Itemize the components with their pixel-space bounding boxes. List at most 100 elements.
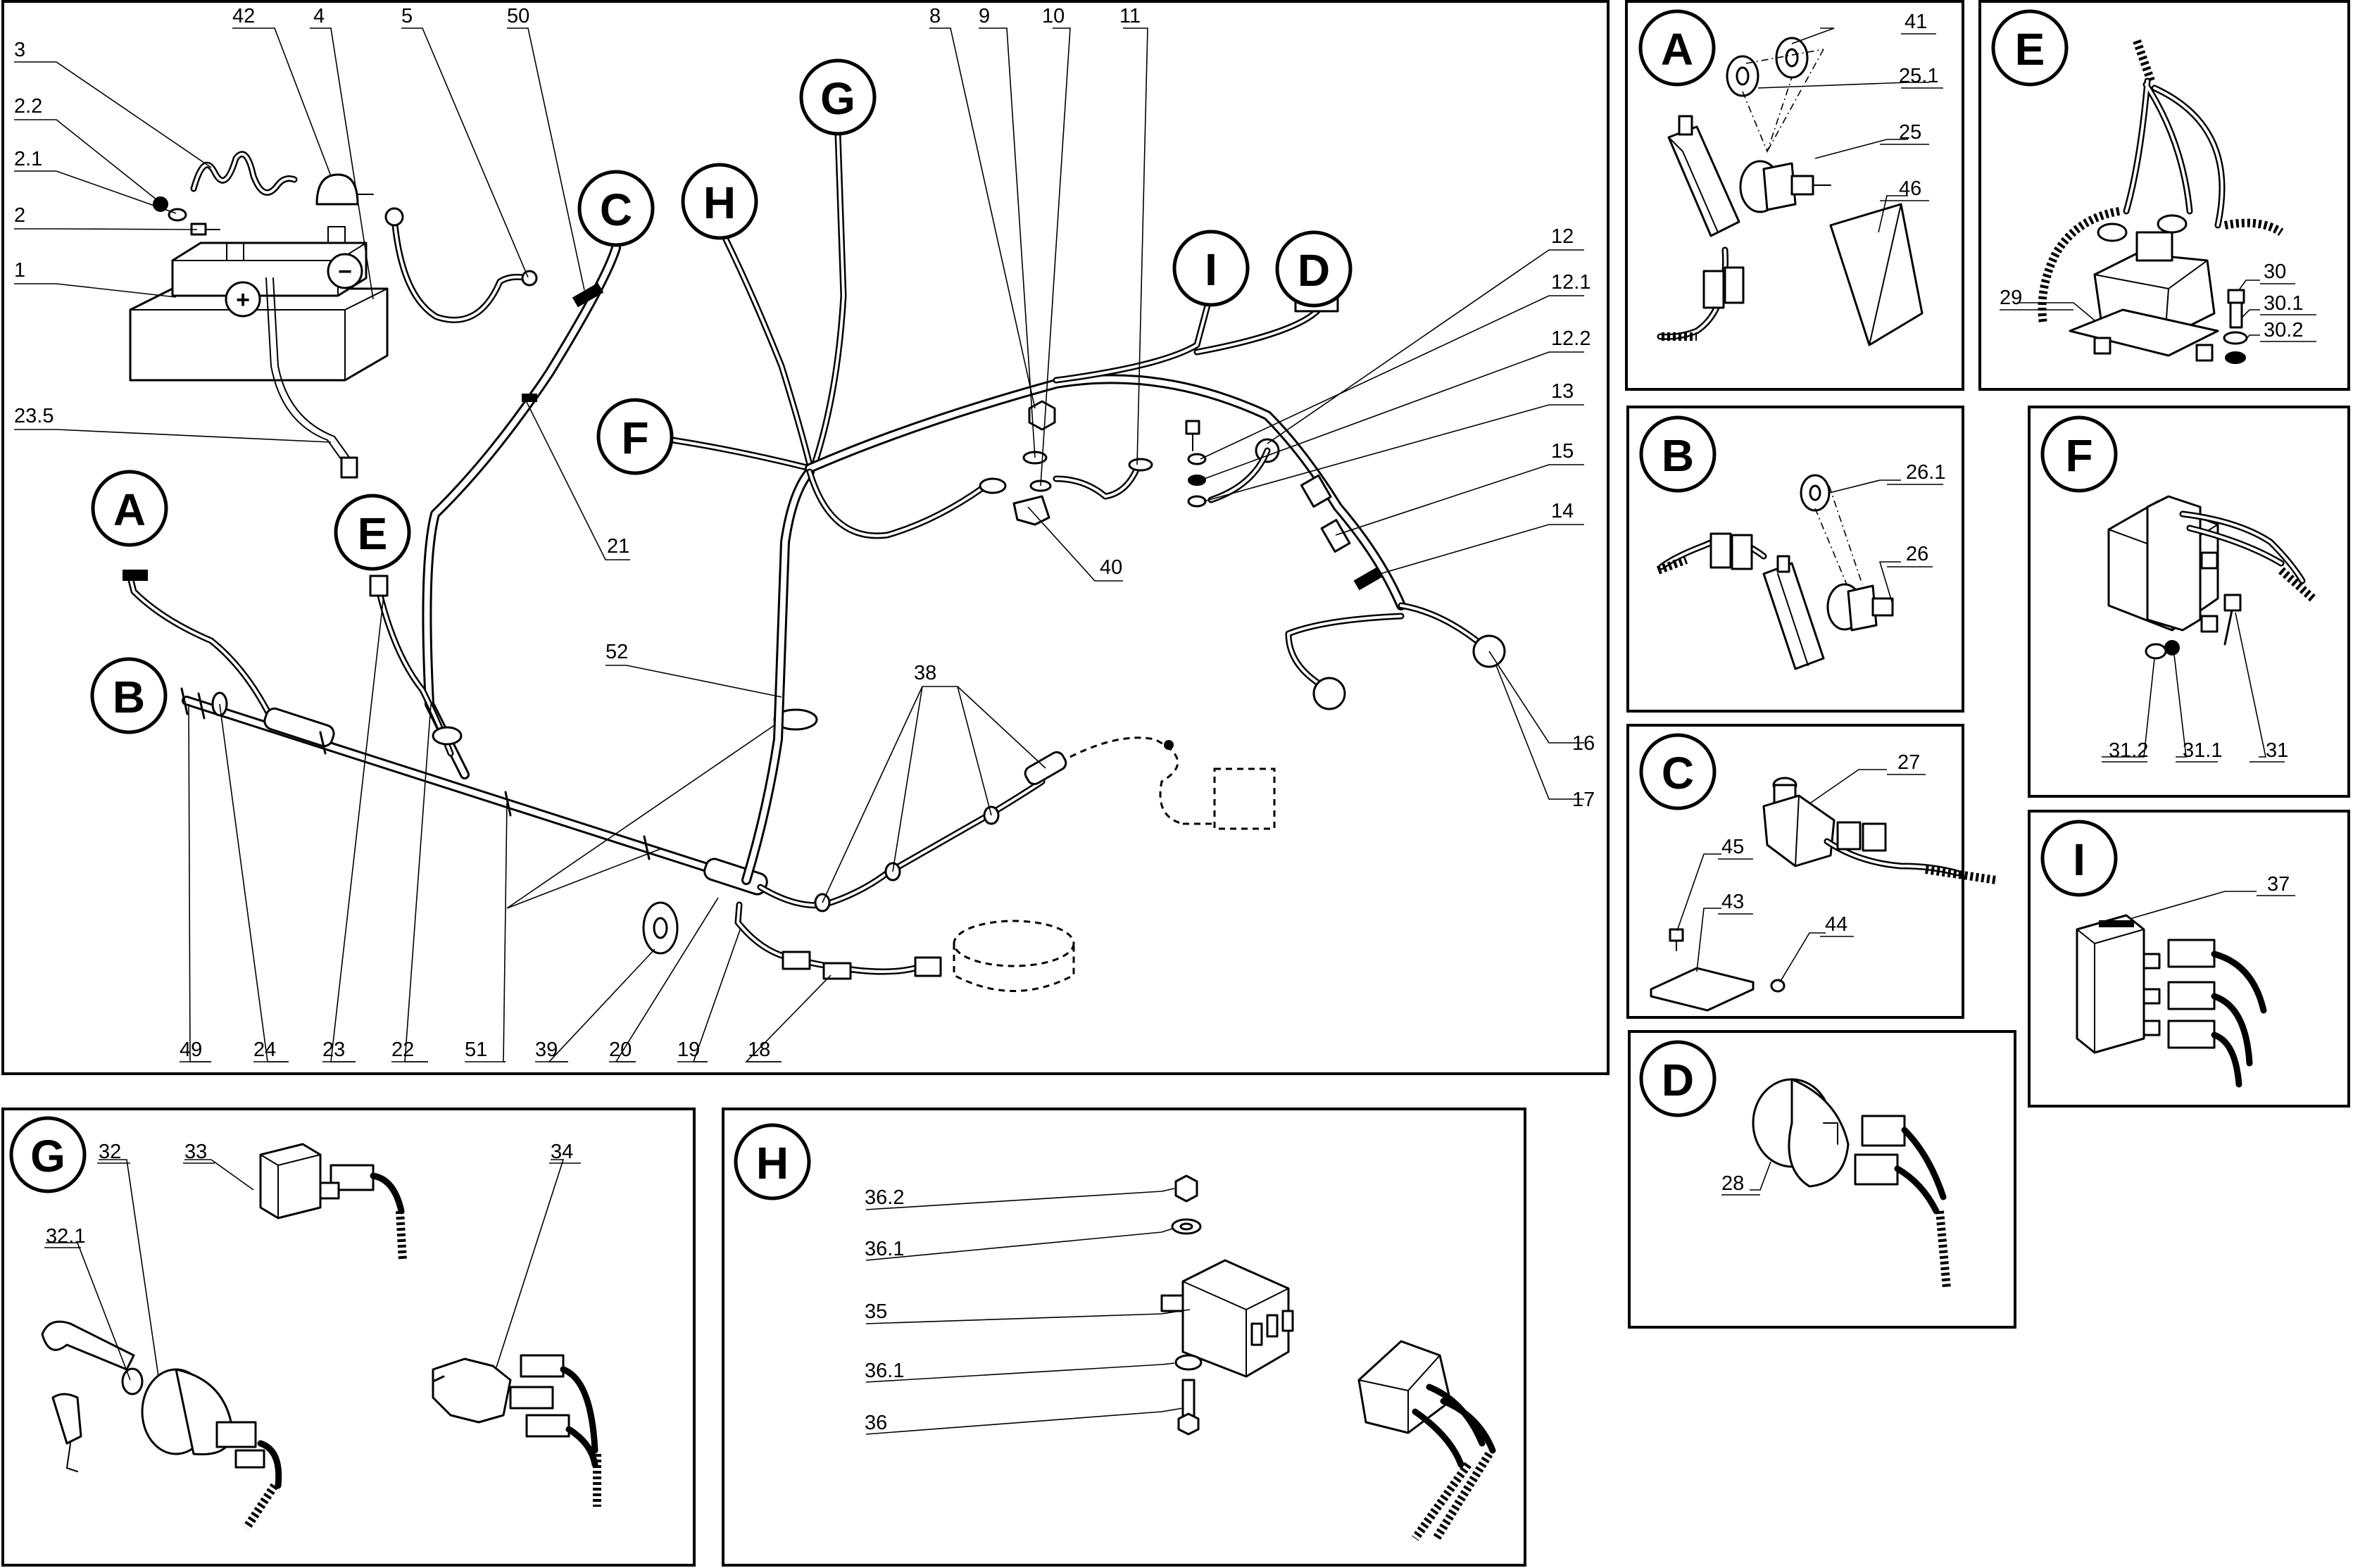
label-23.5: 23.5 — [14, 405, 54, 427]
svg-text:I: I — [1205, 244, 1217, 295]
detail-I-title: I — [2073, 834, 2085, 885]
callout-A: A — [91, 470, 168, 547]
callout-C: C — [577, 170, 655, 247]
label-38: 38 — [914, 662, 936, 684]
label-30.1: 30.1 — [2264, 292, 2303, 315]
detail-E: E 29 30 30.1 30.2 — [1991, 9, 2316, 364]
detail-F-frame — [2028, 406, 2350, 798]
label-26.1: 26.1 — [1906, 461, 1945, 484]
detail-I-frame — [2028, 810, 2350, 1108]
label-2: 2 — [14, 204, 25, 227]
label-31.2: 31.2 — [2109, 739, 2148, 762]
detail-A: A 41 25.1 25 46 — [1638, 9, 1943, 346]
callout-E: E — [334, 494, 411, 571]
label-19: 19 — [677, 1039, 700, 1061]
label-36.2: 36.2 — [865, 1186, 904, 1209]
detail-B-frame — [1626, 406, 1964, 713]
detail-G-title: G — [30, 1131, 65, 1181]
label-12: 12 — [1551, 225, 1574, 248]
label-25: 25 — [1899, 121, 1921, 144]
detail-I: I 37 — [2040, 820, 2295, 1088]
label-15: 15 — [1551, 440, 1574, 463]
label-8: 8 — [929, 5, 941, 27]
detail-A-frame — [1625, 0, 1964, 391]
detail-D: D 28 — [1639, 1040, 1951, 1289]
label-46: 46 — [1899, 177, 1921, 200]
label-12.1: 12.1 — [1551, 271, 1590, 294]
label-29: 29 — [2000, 287, 2022, 309]
label-52: 52 — [605, 641, 628, 663]
detail-F: F 31.2 31.1 31 — [2040, 415, 2316, 763]
label-51: 51 — [465, 1039, 487, 1061]
label-40: 40 — [1100, 556, 1122, 579]
label-10: 10 — [1042, 5, 1065, 27]
label-11: 11 — [1119, 5, 1141, 27]
detail-G-frame — [1, 1108, 696, 1567]
label-21: 21 — [607, 535, 629, 558]
label-32.1: 32.1 — [46, 1225, 85, 1248]
label-33: 33 — [184, 1141, 207, 1163]
detail-H-title: H — [756, 1138, 789, 1188]
label-36: 36 — [865, 1412, 887, 1434]
label-35: 35 — [865, 1300, 887, 1323]
label-28: 28 — [1721, 1172, 1744, 1195]
label-25.1: 25.1 — [1899, 65, 1938, 87]
label-22: 22 — [391, 1039, 414, 1061]
detail-H-frame — [722, 1108, 1526, 1567]
label-26: 26 — [1906, 543, 1928, 565]
detail-C-title: C — [1662, 748, 1694, 798]
main-callouts: A B C D E F G H I — [90, 58, 1353, 734]
label-44: 44 — [1825, 913, 1847, 936]
label-34: 34 — [551, 1141, 573, 1163]
label-36.1-upper: 36.1 — [865, 1238, 904, 1260]
label-49: 49 — [180, 1039, 202, 1061]
label-42: 42 — [232, 5, 255, 27]
label-27: 27 — [1897, 751, 1920, 774]
callout-H: H — [681, 163, 758, 240]
label-45: 45 — [1721, 836, 1744, 858]
callout-F: F — [596, 398, 674, 475]
callout-D: D — [1275, 230, 1353, 308]
svg-text:A: A — [113, 484, 146, 535]
callout-G: G — [799, 58, 877, 136]
label-50: 50 — [507, 5, 529, 27]
label-1: 1 — [14, 259, 25, 282]
svg-text:H: H — [703, 177, 736, 228]
main-leader-lines — [14, 27, 1584, 1062]
detail-B-title: B — [1662, 430, 1694, 481]
label-16: 16 — [1572, 732, 1595, 755]
detail-C-frame — [1626, 724, 1964, 1019]
label-3: 3 — [14, 39, 25, 61]
svg-text:F: F — [621, 413, 648, 463]
svg-text:G: G — [820, 73, 855, 124]
detail-D-frame — [1628, 1030, 2016, 1329]
main-panel-frame — [1, 0, 1610, 1075]
label-2.2: 2.2 — [14, 95, 42, 118]
svg-text:B: B — [113, 672, 145, 722]
main-labels: 3 2.2 2.1 2 1 42 4 5 50 8 9 10 11 23.5 2… — [14, 5, 1595, 1062]
label-36.1-lower: 36.1 — [865, 1360, 904, 1382]
detail-E-frame — [1978, 0, 2350, 391]
label-17: 17 — [1572, 789, 1595, 811]
label-9: 9 — [979, 5, 990, 27]
callout-B: B — [90, 657, 168, 734]
svg-text:E: E — [358, 508, 388, 559]
label-20: 20 — [609, 1039, 632, 1061]
label-31.1: 31.1 — [2183, 739, 2222, 762]
svg-text:D: D — [1298, 245, 1330, 296]
label-13: 13 — [1551, 380, 1574, 403]
label-5: 5 — [401, 5, 413, 27]
label-14: 14 — [1551, 500, 1574, 522]
detail-G: G 32 33 32.1 — [9, 1116, 601, 1531]
detail-H: H 36.2 36.1 35 36.1 36 — [734, 1123, 1496, 1541]
battery: + − — [129, 226, 389, 382]
label-39: 39 — [535, 1039, 558, 1061]
label-24: 24 — [253, 1039, 276, 1061]
main-harness-drawing: + − — [123, 130, 1506, 992]
label-12.2: 12.2 — [1551, 327, 1590, 350]
svg-text:C: C — [600, 184, 632, 235]
label-30.2: 30.2 — [2264, 319, 2303, 341]
label-37: 37 — [2267, 873, 2290, 896]
label-32: 32 — [99, 1141, 121, 1163]
